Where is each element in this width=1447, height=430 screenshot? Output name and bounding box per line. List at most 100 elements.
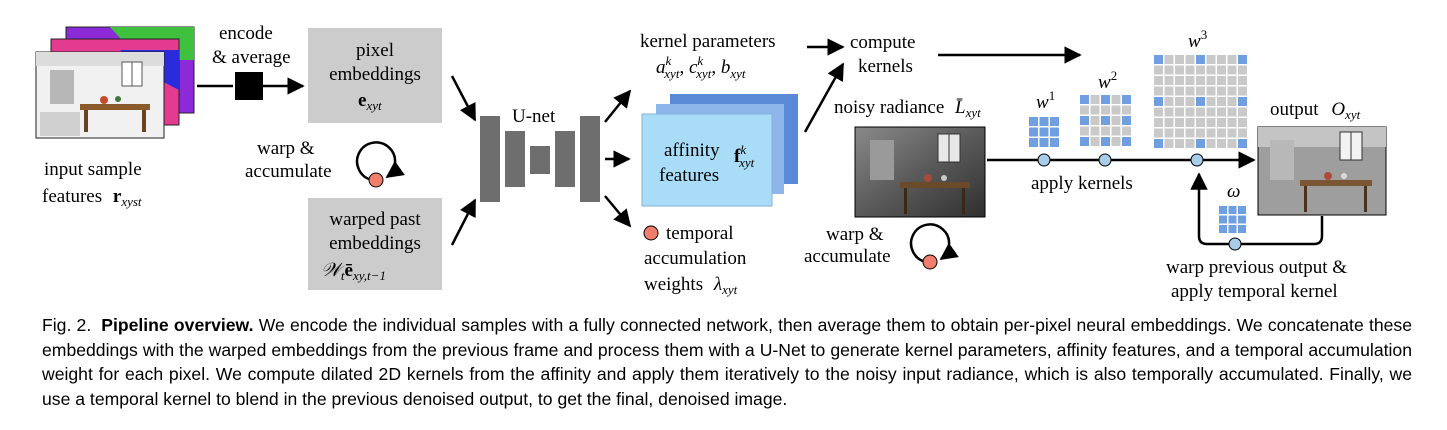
w3-cell — [1206, 139, 1216, 148]
w3-cell — [1217, 86, 1226, 96]
warp-right-line2: accumulate — [804, 246, 891, 267]
w3-cell — [1238, 55, 1247, 64]
encode-label-line1: encode — [219, 23, 273, 44]
w1-cell — [1029, 127, 1038, 137]
temporal-kernel-node — [1228, 237, 1242, 251]
omega-cell — [1238, 206, 1246, 214]
warp-right-dot — [922, 254, 938, 270]
warped-e-symbol: ē — [345, 260, 353, 281]
w2-cell — [1101, 137, 1110, 146]
comma: , — [711, 57, 721, 78]
unet-block — [480, 116, 500, 202]
kernel-w1-grid — [1029, 117, 1059, 147]
w1-cell — [1039, 117, 1049, 126]
w2-cell — [1080, 126, 1089, 136]
w3-cell — [1185, 97, 1195, 106]
unet-blocks — [480, 116, 600, 202]
warped-past-line1: warped past — [329, 209, 421, 230]
warp-left-loop — [355, 141, 405, 182]
w3-cell — [1154, 107, 1163, 117]
w3-cell — [1196, 55, 1205, 64]
w2-cell — [1080, 95, 1089, 104]
w3-cell — [1196, 128, 1205, 138]
w3-cell — [1217, 128, 1226, 138]
w2-cell — [1090, 95, 1100, 104]
warp-left-line1: warp & — [257, 138, 315, 159]
w2-cell — [1111, 137, 1121, 146]
omega-cell — [1228, 225, 1237, 233]
unet-block — [530, 146, 550, 174]
w3-cell — [1164, 55, 1174, 64]
affinity-f: f — [734, 146, 741, 167]
affinity-line1: affinity — [664, 140, 720, 161]
unet-block — [580, 116, 600, 202]
input-symbol: r — [113, 186, 122, 207]
w3-cell — [1154, 97, 1163, 106]
arrow-unet-to-temporal — [604, 195, 632, 228]
w3-cell — [1196, 86, 1205, 96]
w3-cell — [1217, 76, 1226, 85]
w3-cell — [1217, 55, 1226, 64]
w2-cell — [1122, 105, 1131, 115]
feature-layer-front — [35, 51, 165, 139]
noisy-label-text: noisy radiance — [834, 97, 944, 118]
w1-base: w — [1036, 92, 1049, 113]
w3-cell — [1206, 128, 1216, 138]
kernel-w3-grid — [1154, 55, 1247, 148]
pipeline-diagram: input sample features rxyst encode & ave… — [35, 23, 1387, 302]
w1-cell — [1050, 127, 1059, 137]
w2-cell — [1090, 137, 1100, 146]
omega-cell — [1219, 206, 1227, 214]
temporal-line1: temporal — [666, 223, 734, 244]
w3-cell — [1185, 128, 1195, 138]
w2-cell — [1122, 95, 1131, 104]
warp-left-line2: accumulate — [245, 161, 332, 182]
input-features-word: features — [42, 186, 102, 207]
w3-cell — [1217, 65, 1226, 75]
encoder-block — [235, 72, 263, 100]
w2-cell — [1101, 126, 1110, 136]
noisy-radiance-image — [854, 126, 986, 218]
caption-text: We encode the individual samples with a … — [42, 315, 1412, 409]
w3-cell — [1217, 139, 1226, 148]
w3-cell — [1175, 65, 1184, 75]
w2-cell — [1122, 126, 1131, 136]
unet-block — [505, 131, 525, 187]
temporal-weights-word: weights — [644, 274, 703, 295]
w3-cell — [1238, 107, 1247, 117]
w3-cell — [1238, 76, 1247, 85]
w3-cell — [1185, 65, 1195, 75]
w1-cell — [1039, 138, 1049, 147]
w3-sup: 3 — [1201, 27, 1208, 42]
warp-prev-line1: warp previous output & — [1166, 257, 1347, 278]
output-O-symbol: O — [1331, 99, 1345, 120]
w1-sup: 1 — [1049, 88, 1056, 103]
w3-cell — [1206, 107, 1216, 117]
omega-cell — [1238, 215, 1246, 224]
w3-cell — [1185, 76, 1195, 85]
arrow-unet-to-kernel-params — [604, 89, 632, 123]
w3-cell — [1227, 97, 1237, 106]
w3-cell — [1227, 76, 1237, 85]
w3-cell — [1185, 55, 1195, 64]
w2-cell — [1101, 116, 1110, 125]
caption-title: Pipeline overview. — [101, 315, 254, 335]
w3-cell — [1175, 107, 1184, 117]
temporal-lambda-sub: xyt — [721, 282, 738, 297]
w3-cell — [1196, 139, 1205, 148]
arrow-affinity-to-compute — [803, 62, 845, 133]
kernel-param-a-sub: xyt — [663, 66, 680, 81]
figure-caption: Fig. 2.Pipeline overview. We encode the … — [42, 313, 1412, 411]
w3-cell — [1227, 86, 1237, 96]
w3-cell — [1185, 107, 1195, 117]
w3-cell — [1154, 139, 1163, 148]
w2-sup: 2 — [1111, 68, 1118, 83]
input-label-line2: features rxyst — [42, 186, 142, 209]
w2-cell — [1101, 105, 1110, 115]
w1-cell — [1029, 138, 1038, 147]
arrow-embeddings-to-unet — [450, 75, 477, 122]
w3-cell — [1238, 97, 1247, 106]
w3-cell — [1196, 118, 1205, 127]
w3-cell — [1238, 86, 1247, 96]
omega-cell — [1228, 206, 1237, 214]
